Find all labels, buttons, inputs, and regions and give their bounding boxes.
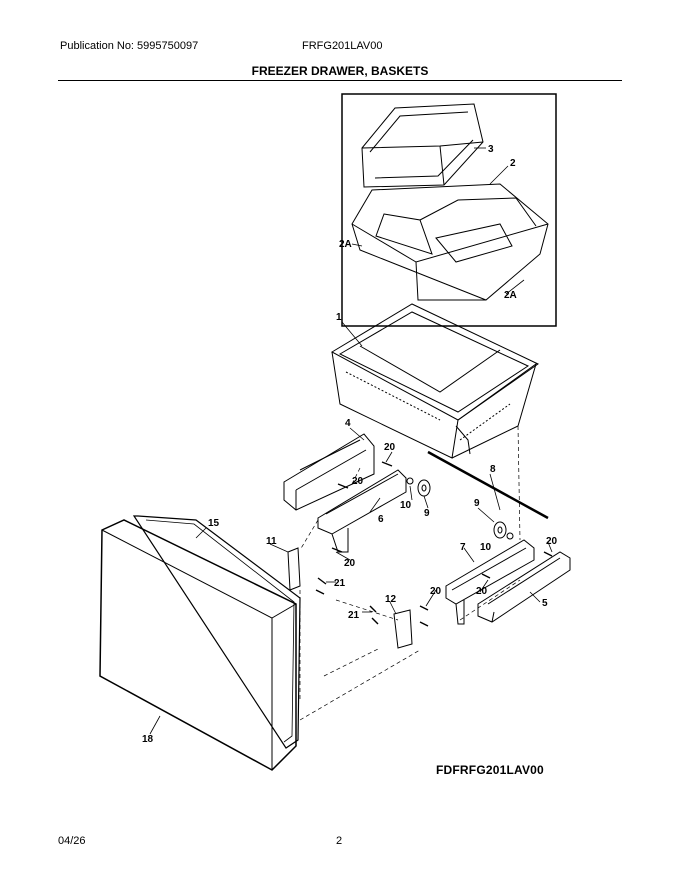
part-4-rail-bracket (283, 433, 375, 511)
callout-1: 1 (336, 312, 342, 323)
part-6-rail (317, 469, 407, 553)
page-title: FREEZER DRAWER, BASKETS (251, 64, 429, 78)
part-7-rail (445, 539, 535, 625)
callout-20-e: 20 (430, 586, 442, 597)
part-10-washer-right (506, 532, 514, 540)
callout-20-b: 20 (352, 476, 364, 487)
diagram-code: FDFRFG201LAV00 (436, 763, 544, 777)
callout-21-a: 21 (334, 578, 346, 589)
inset-frame (341, 93, 557, 327)
callout-2a-left: 2A (339, 239, 352, 250)
page-number: 2 (336, 835, 343, 847)
callout-8: 8 (490, 464, 496, 475)
callout-5: 5 (542, 598, 548, 609)
callout-21-b: 21 (348, 610, 360, 621)
footer-date: 04/26 (58, 835, 86, 847)
part-5-cover (477, 551, 571, 623)
callout-11: 11 (266, 536, 277, 547)
callout-9-b: 9 (424, 508, 430, 519)
callout-12: 12 (385, 594, 397, 605)
callout-20-a: 20 (384, 442, 396, 453)
model-number: FRFG201LAV00 (302, 40, 383, 52)
part-9-gear-right (493, 521, 507, 539)
publication-number: Publication No: 5995750097 (60, 40, 199, 52)
callout-10-b: 10 (480, 542, 492, 553)
callout-20-f: 20 (476, 586, 488, 597)
callout-10-a: 10 (400, 500, 412, 511)
header-rule (58, 80, 622, 81)
callout-18: 18 (142, 734, 154, 745)
callout-4: 4 (345, 418, 351, 429)
part-18-door-panel (99, 519, 297, 771)
part-3-small-basket (361, 103, 484, 188)
callout-9-a: 9 (474, 498, 480, 509)
part-2-basket (351, 183, 549, 301)
callout-2a-right: 2A (504, 290, 517, 301)
leader-lines (149, 147, 553, 735)
construction-lines (299, 425, 521, 721)
callout-6: 6 (378, 514, 384, 525)
callout-15: 15 (208, 518, 220, 529)
callout-numbers: 3 2 2A 2A 1 4 20 8 20 9 10 9 6 15 11 10 … (142, 144, 558, 745)
part-15-gasket (132, 515, 301, 749)
callout-3: 3 (488, 144, 494, 155)
screws (315, 461, 553, 627)
part-1-drawer-basket (330, 303, 539, 459)
part-11-hinge-bracket (287, 547, 301, 591)
callout-7: 7 (460, 542, 466, 553)
callout-2: 2 (510, 158, 516, 169)
part-9-gear-left (417, 479, 431, 497)
part-12-hinge-bracket (393, 609, 413, 649)
part-10-washer-left (406, 477, 414, 485)
callout-20-c: 20 (546, 536, 558, 547)
callout-20-d: 20 (344, 558, 356, 569)
part-8-rod (427, 450, 549, 520)
